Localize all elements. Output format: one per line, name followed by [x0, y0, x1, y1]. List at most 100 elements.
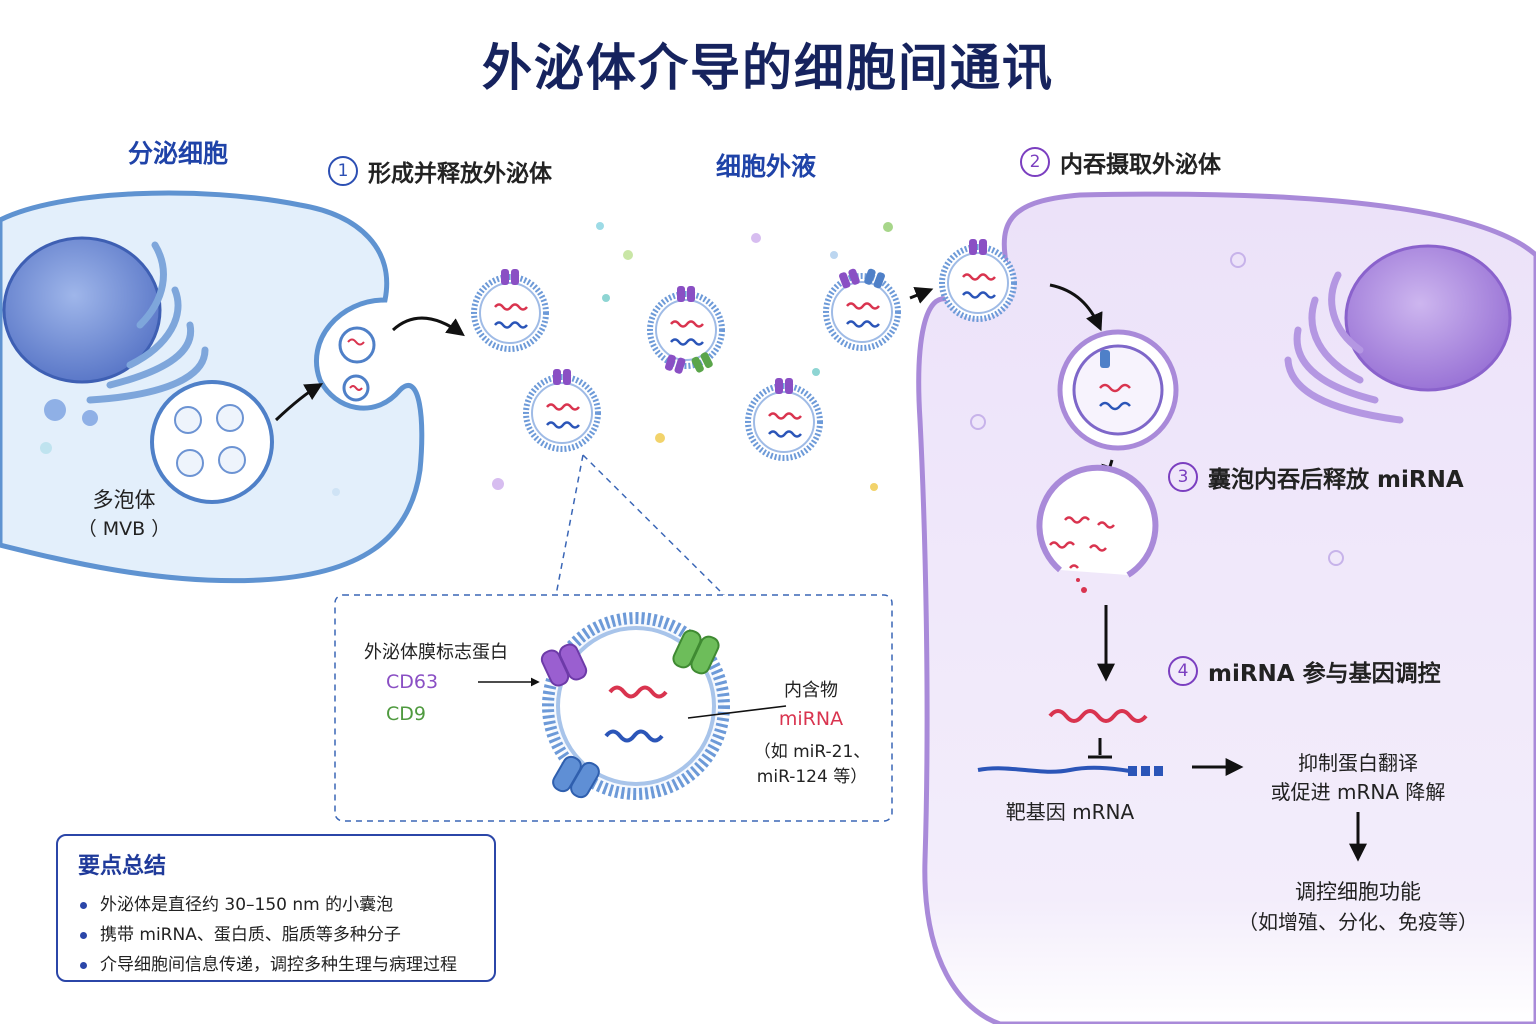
mirna-cargo — [494, 303, 528, 311]
rna-cargo — [546, 421, 580, 429]
rna-cargo — [494, 321, 528, 329]
membrane-protein — [511, 269, 519, 285]
recipient-golgi — [1284, 271, 1404, 424]
secretory-cell-label: 分泌细胞 — [128, 139, 229, 168]
outcome-line-1: 抑制蛋白翻译 — [1298, 751, 1418, 775]
arrow-mvb-to-membrane — [274, 383, 324, 422]
exosome — [471, 269, 549, 352]
cargo-examples-2: miR-124 等） — [756, 767, 868, 787]
membrane-protein — [563, 369, 571, 385]
summary-item: 外泌体是直径约 30–150 nm 的小囊泡 — [78, 890, 474, 920]
membrane-protein — [691, 356, 704, 373]
cd9-protein — [672, 629, 720, 675]
membrane-protein — [839, 272, 851, 289]
mrna-strand — [977, 765, 1131, 774]
summary-list: 外泌体是直径约 30–150 nm 的小囊泡 携带 miRNA、蛋白质、脂质等多… — [78, 890, 474, 980]
step-1-label: 形成并释放外泌体 — [368, 161, 552, 187]
arrow-release — [391, 316, 465, 337]
membrane-protein — [687, 286, 695, 302]
rna-cargo — [670, 338, 704, 346]
summary-title: 要点总结 — [78, 854, 167, 879]
rna-cargo — [768, 430, 802, 438]
step-3-number: 3 — [1168, 462, 1198, 492]
arrow-to-recipient — [909, 286, 934, 304]
marker-cd9: CD9 — [386, 703, 426, 725]
secretory-vesicle-small — [44, 399, 66, 421]
membrane-protein — [501, 269, 509, 285]
golgi-apparatus — [86, 241, 209, 404]
step-2: 2 内吞摄取外泌体 — [1020, 145, 1221, 179]
step-2-number: 2 — [1020, 147, 1050, 177]
membrane-protein — [553, 369, 561, 385]
rna-cargo — [962, 291, 996, 299]
membrane-protein — [700, 352, 713, 369]
mirna-mrna-binding — [977, 709, 1163, 776]
mirna-cargo — [670, 320, 704, 328]
page-title: 外泌体介导的细胞间通讯 — [482, 39, 1054, 97]
recipient-nucleus — [1344, 244, 1512, 392]
step-3-label: 囊泡内吞后释放 miRNA — [1208, 467, 1464, 493]
markers-title: 外泌体膜标志蛋白 — [364, 642, 508, 663]
multivesicular-body — [150, 380, 274, 504]
marker-cd63: CD63 — [386, 671, 439, 693]
step-4: 4 miRNA 参与基因调控 — [1168, 654, 1441, 688]
membrane-protein — [873, 272, 885, 289]
membrane-protein — [775, 378, 783, 394]
membrane-protein — [677, 286, 685, 302]
budding-exosomes — [338, 326, 376, 402]
step-1-number: 1 — [328, 156, 358, 186]
endosome — [1057, 329, 1179, 451]
summary-item: 介导细胞间信息传递，调控多种生理与病理过程 — [78, 950, 474, 980]
step-2-label: 内吞摄取外泌体 — [1060, 152, 1221, 178]
membrane-protein — [664, 354, 676, 371]
exosome — [745, 378, 823, 461]
cargo-title: 内含物 — [784, 680, 838, 701]
outcome-line-2: 或促进 mRNA 降解 — [1270, 780, 1446, 804]
rna-cargo — [846, 320, 880, 328]
arrow-endocytosis — [1049, 283, 1103, 332]
exosome — [523, 369, 601, 452]
membrane-protein — [785, 378, 793, 394]
exosome — [823, 268, 901, 351]
mirna-cargo — [768, 412, 802, 420]
exosome-group — [471, 239, 1017, 461]
inset-exosome — [478, 612, 787, 800]
particle-dots — [332, 222, 893, 496]
extracellular-fluid-label: 细胞外液 — [716, 152, 817, 181]
cd63-protein — [540, 643, 588, 687]
secretory-nucleus — [2, 236, 162, 384]
secretory-cell — [0, 190, 425, 584]
ruptured-vesicle — [1036, 464, 1159, 593]
membrane-protein — [979, 239, 987, 255]
mirna-cargo — [846, 302, 880, 310]
secretory-vesicle-small — [40, 442, 52, 454]
recipient-vesicle-small — [970, 414, 986, 430]
secretory-vesicle-small — [82, 410, 98, 426]
summary-box: 要点总结 外泌体是直径约 30–150 nm 的小囊泡 携带 miRNA、蛋白质… — [56, 834, 496, 982]
mirna-cargo — [546, 403, 580, 411]
step-3: 3 囊泡内吞后释放 miRNA — [1168, 460, 1464, 494]
step-4-label: miRNA 参与基因调控 — [1208, 661, 1441, 687]
cargo-examples-1: （如 miR-21、 — [753, 742, 871, 762]
mvb-abbrev: （ MVB ） — [77, 518, 171, 540]
step-1: 1 形成并释放外泌体 — [328, 154, 552, 188]
exosome — [939, 239, 1017, 322]
target-mrna-label: 靶基因 mRNA — [1005, 800, 1135, 824]
summary-item: 携带 miRNA、蛋白质、脂质等多种分子 — [78, 920, 474, 950]
membrane-protein — [969, 239, 977, 255]
membrane-protein — [674, 357, 686, 374]
mvb-label: 多泡体 — [92, 488, 156, 512]
blue-membrane-protein — [552, 755, 600, 799]
mirna-strand — [1048, 709, 1148, 723]
exosome — [647, 286, 725, 374]
recipient-vesicle-small — [1328, 550, 1344, 566]
step-4-number: 4 — [1168, 656, 1198, 686]
function-line-1: 调控细胞功能 — [1295, 880, 1421, 904]
mirna-cargo — [962, 273, 996, 281]
zoom-lines — [555, 454, 725, 596]
cargo-mirna: miRNA — [778, 708, 844, 730]
membrane-protein — [848, 268, 860, 285]
membrane-protein — [864, 268, 876, 285]
function-line-2: （如增殖、分化、免疫等） — [1238, 910, 1478, 934]
